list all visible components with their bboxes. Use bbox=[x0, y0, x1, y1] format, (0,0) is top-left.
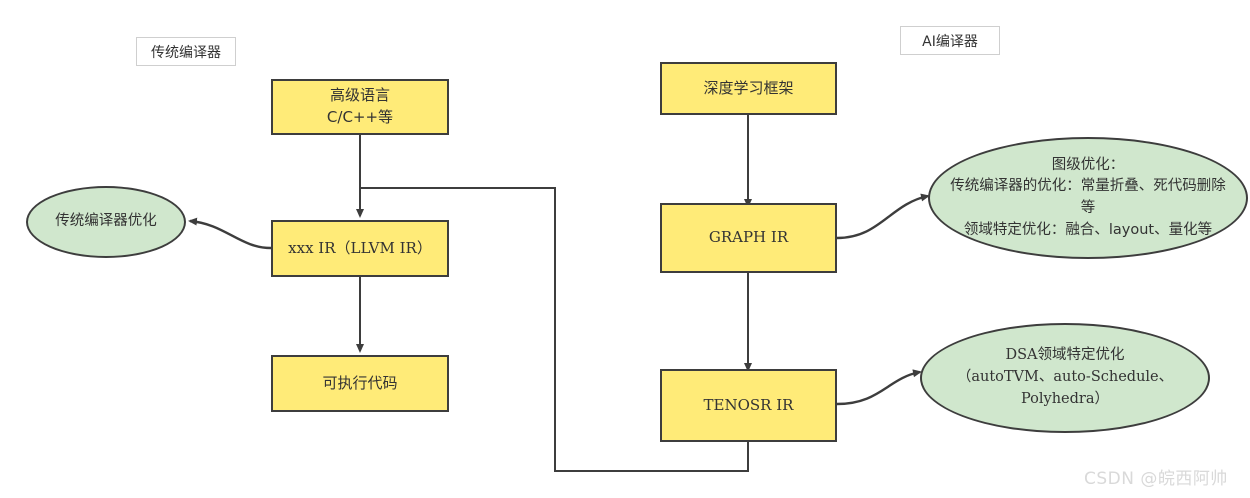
edge-tensorir-to-dsa-optimization bbox=[836, 369, 922, 406]
node-tensor-ir-label: TENOSR IR bbox=[703, 395, 794, 414]
node-graph-optimization-label: 图级优化： 传统编译器的优化：常量折叠、死代码删除等 领域特定优化：融合、lay… bbox=[950, 156, 1226, 238]
node-llvm-ir-label: xxx IR（LLVM IR） bbox=[288, 238, 432, 257]
node-graph-optimization[interactable]: 图级优化： 传统编译器的优化：常量折叠、死代码删除等 领域特定优化：融合、lay… bbox=[928, 137, 1248, 259]
tag-traditional-compiler-label: 传统编译器 bbox=[151, 44, 221, 61]
node-dsa-optimization[interactable]: DSA领域特定优化 （autoTVM、auto-Schedule、Polyhed… bbox=[920, 323, 1210, 433]
node-traditional-optimization-label: 传统编译器优化 bbox=[55, 213, 157, 230]
node-dsa-optimization-label: DSA领域特定优化 （autoTVM、auto-Schedule、Polyhed… bbox=[956, 347, 1174, 407]
tag-ai-compiler: AI编译器 bbox=[900, 26, 1000, 55]
node-llvm-ir[interactable]: xxx IR（LLVM IR） bbox=[271, 220, 449, 277]
node-traditional-optimization[interactable]: 传统编译器优化 bbox=[26, 186, 186, 258]
node-graph-ir-label: GRAPH IR bbox=[708, 228, 789, 247]
tag-ai-compiler-label: AI编译器 bbox=[922, 33, 978, 50]
node-executable-code[interactable]: 可执行代码 bbox=[271, 355, 449, 412]
node-deep-learning-framework-label: 深度学习框架 bbox=[703, 78, 794, 97]
edge-llvmir-to-traditional-opt bbox=[188, 217, 272, 250]
edge-graphir-to-graph-optimization bbox=[836, 193, 930, 240]
tag-traditional-compiler: 传统编译器 bbox=[136, 37, 236, 66]
watermark-label: CSDN @皖西阿帅 bbox=[1084, 469, 1228, 489]
node-executable-code-label: 可执行代码 bbox=[322, 373, 398, 392]
node-deep-learning-framework[interactable]: 深度学习框架 bbox=[660, 62, 837, 115]
node-high-level-language-label: 高级语言 C/C++等 bbox=[326, 86, 394, 126]
watermark: CSDN @皖西阿帅 bbox=[1084, 464, 1228, 489]
node-graph-ir[interactable]: GRAPH IR bbox=[660, 203, 837, 273]
node-high-level-language[interactable]: 高级语言 C/C++等 bbox=[271, 79, 449, 135]
node-tensor-ir[interactable]: TENOSR IR bbox=[660, 369, 837, 442]
